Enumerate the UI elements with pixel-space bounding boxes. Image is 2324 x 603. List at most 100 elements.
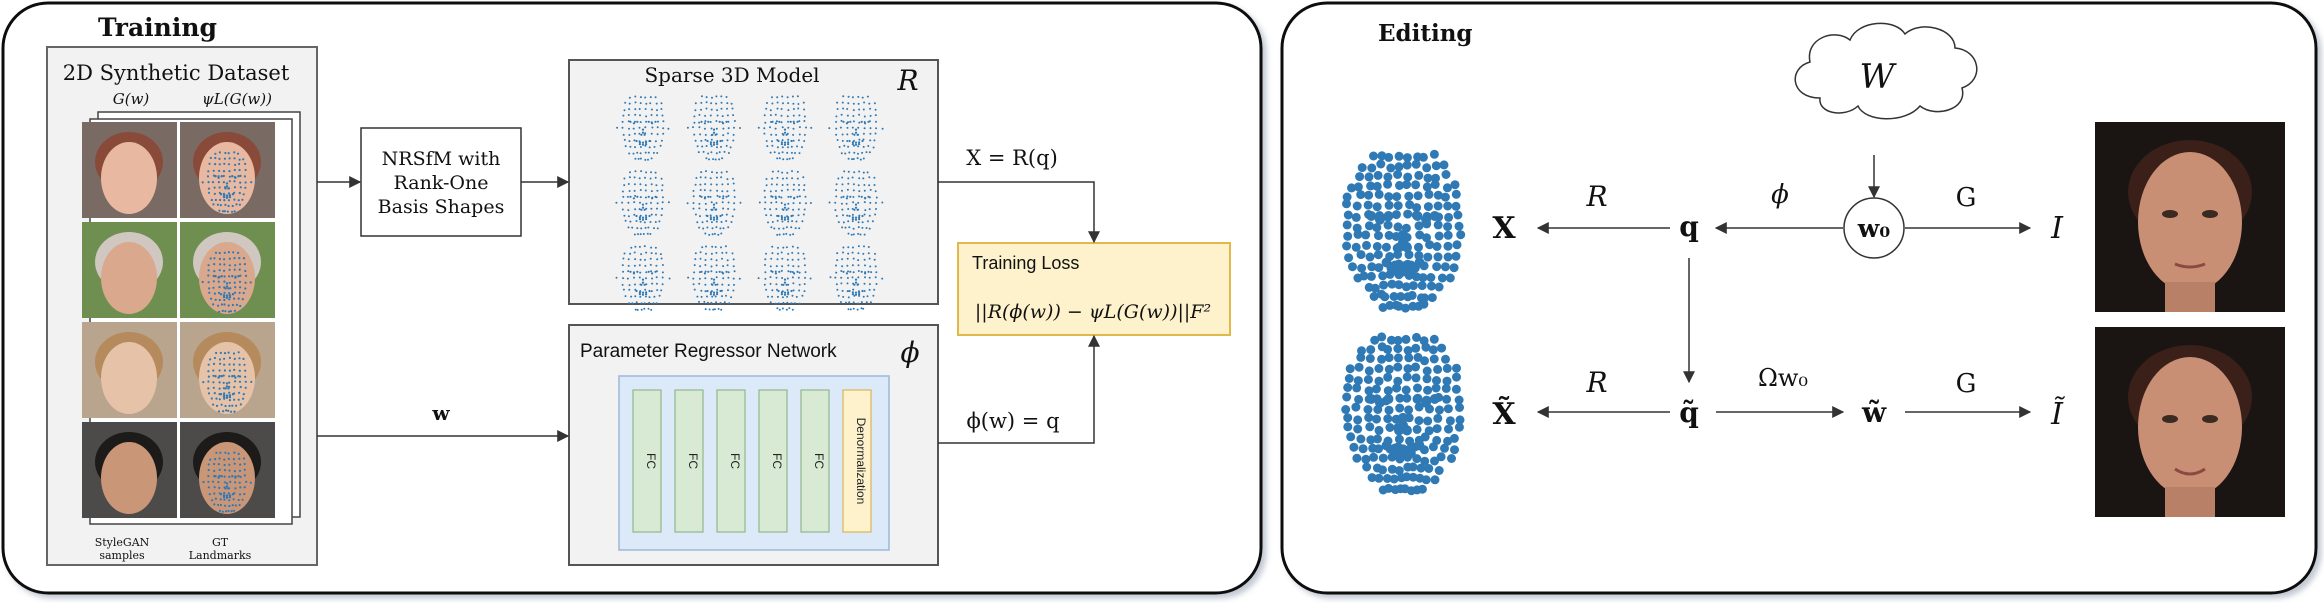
landmark-point xyxy=(228,157,231,160)
landmark-point xyxy=(787,120,790,123)
landmark-point xyxy=(1404,191,1414,201)
landmark-point xyxy=(655,282,658,285)
landmark-point xyxy=(841,183,844,186)
landmark-point xyxy=(201,181,204,184)
landmark-point xyxy=(1416,463,1426,473)
feature-point xyxy=(856,283,859,286)
feature-point xyxy=(858,291,861,294)
landmark-point xyxy=(776,252,779,255)
landmark-point xyxy=(792,139,795,142)
landmark-point xyxy=(765,184,768,187)
landmark-point xyxy=(865,301,868,304)
landmark-point xyxy=(846,126,849,129)
landmark-point xyxy=(244,386,247,389)
landmark-point xyxy=(650,252,653,255)
landmark-point xyxy=(720,101,723,104)
landmark-point xyxy=(656,133,659,136)
feature-point xyxy=(638,291,642,294)
feature-point xyxy=(228,494,232,497)
landmark-point xyxy=(857,184,860,187)
landmark-point xyxy=(785,246,788,249)
landmark-point xyxy=(786,115,789,118)
landmark-point xyxy=(208,493,211,496)
landmark-point xyxy=(1372,414,1381,424)
landmark-point xyxy=(223,363,226,366)
landmark-point xyxy=(769,151,772,154)
feature-point xyxy=(861,289,864,293)
landmark-point xyxy=(791,276,794,279)
landmark-point xyxy=(714,158,717,161)
landmark-point xyxy=(802,213,805,216)
landmark-point xyxy=(636,151,639,154)
feature-point xyxy=(858,218,861,221)
landmark-point xyxy=(1356,250,1366,260)
landmark-point xyxy=(828,201,831,204)
landmark-point xyxy=(721,283,724,286)
landmark-point xyxy=(222,181,225,184)
landmark-point xyxy=(238,263,242,266)
landmark-point xyxy=(633,251,636,254)
landmark-point xyxy=(758,201,761,204)
landmark-point xyxy=(1454,221,1464,231)
feature-point xyxy=(645,293,648,296)
landmark-point xyxy=(1353,229,1363,239)
landmark-point xyxy=(644,189,647,192)
landmark-point xyxy=(215,404,219,407)
landmark-point xyxy=(634,113,637,116)
landmark-point xyxy=(704,290,707,293)
landmark-point xyxy=(698,282,701,285)
landmark-point xyxy=(778,227,780,230)
landmark-point xyxy=(207,191,211,194)
landmark-point xyxy=(708,308,711,311)
landmark-point xyxy=(692,277,695,280)
landmark-point xyxy=(1346,432,1356,442)
landmark-point xyxy=(624,101,627,104)
landmark-point xyxy=(881,277,884,280)
landmark-point xyxy=(219,503,222,507)
landmark-point xyxy=(852,301,855,304)
landmark-point xyxy=(1387,279,1397,289)
landmark-point xyxy=(223,475,226,478)
landmark-point xyxy=(661,276,664,279)
landmark-point xyxy=(694,252,697,255)
landmark-overlay xyxy=(202,451,252,513)
landmark-point xyxy=(711,295,714,298)
feature-point xyxy=(700,120,703,123)
landmark-point xyxy=(244,380,247,383)
landmark-point xyxy=(224,203,227,206)
landmark-point xyxy=(1451,384,1461,394)
landmark-point xyxy=(1439,160,1449,170)
feature-point xyxy=(643,208,646,211)
landmark-point xyxy=(727,183,729,186)
landmark-point xyxy=(705,107,708,110)
landmark-point xyxy=(704,183,707,186)
landmark-point xyxy=(796,246,799,249)
landmark-point xyxy=(702,150,705,153)
landmark-point xyxy=(1367,473,1377,483)
feature-point xyxy=(1398,449,1408,460)
landmark-point xyxy=(699,265,702,268)
feature-point xyxy=(234,276,237,279)
feature-point xyxy=(654,120,657,123)
landmark-point xyxy=(726,114,729,117)
landmark-point xyxy=(661,114,664,117)
feature-point xyxy=(222,394,226,397)
landmark-point xyxy=(244,287,247,290)
feature-point xyxy=(1398,229,1408,240)
landmark-point xyxy=(649,257,652,260)
landmark-point xyxy=(778,233,781,236)
landmark-point xyxy=(795,220,798,223)
landmark-point xyxy=(221,510,224,513)
feature-point xyxy=(783,278,787,281)
landmark-point xyxy=(653,227,655,230)
landmark-point xyxy=(238,391,241,394)
feature-point xyxy=(228,294,232,297)
feature-point xyxy=(716,141,719,144)
feature-point xyxy=(864,197,867,200)
landmark-point xyxy=(233,374,236,377)
landmark-point xyxy=(863,213,866,216)
landmark-point xyxy=(873,102,876,105)
landmark-point xyxy=(836,101,839,104)
landmark-point xyxy=(693,121,696,124)
feature-point xyxy=(225,382,229,385)
